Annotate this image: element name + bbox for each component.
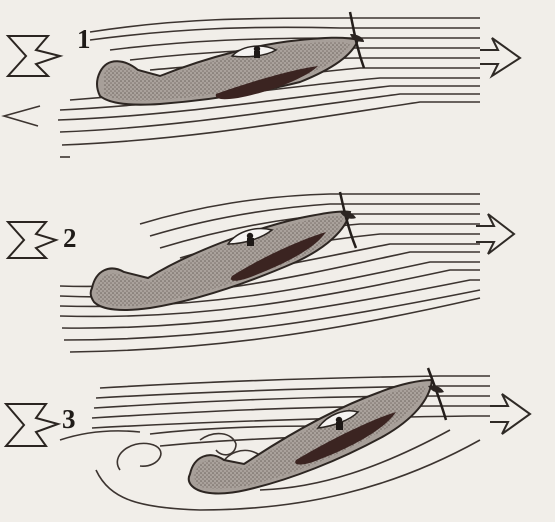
panel-2: 2 [8, 192, 514, 352]
flow-arrow-icon-3 [490, 394, 530, 434]
panel-1: 1 [4, 12, 520, 157]
sigma-symbol-icon [8, 36, 60, 76]
panel-number-2: 2 [63, 223, 77, 253]
airplane-2 [91, 192, 356, 310]
flow-arrow-icon-2 [476, 214, 514, 254]
sigma-symbol-icon [6, 404, 58, 446]
sigma-symbol-icon [8, 222, 56, 258]
flow-arrow-icon-1 [480, 38, 520, 76]
panel-number-3: 3 [62, 404, 76, 434]
panel-number-1: 1 [77, 24, 91, 54]
panel-3: 3 [6, 368, 530, 510]
small-chevron-1 [4, 106, 40, 126]
